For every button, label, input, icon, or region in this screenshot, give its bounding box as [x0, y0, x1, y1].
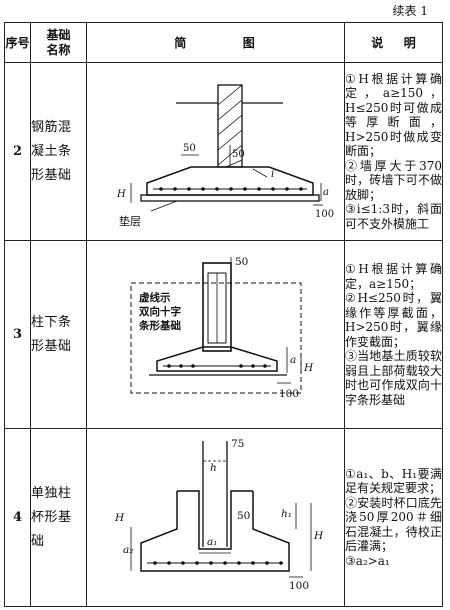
- row-base-name: 柱下条 形基础: [30, 240, 87, 429]
- sketch-strip-footing: 50 50 H i a 100 垫层: [86, 62, 345, 241]
- base-name-line: 础: [31, 533, 45, 549]
- row-notes: ①H根据计算确定，a≥150； ②H≤250时，翼缘作等厚截面，H>250时，翼…: [344, 240, 443, 429]
- dashed-note-line: 条形基础: [138, 319, 181, 332]
- table-row: 3 柱下条 形基础: [4, 240, 443, 429]
- dim-label: 50: [232, 149, 245, 160]
- table-row: 4 单独柱 杯形基 础: [4, 428, 443, 607]
- header-explain: 说 明: [344, 22, 443, 63]
- dim-label: 100: [315, 209, 334, 220]
- header-base-line1: 基础: [46, 27, 71, 42]
- row-number: 4: [4, 428, 31, 607]
- dim-label: 100: [279, 388, 299, 400]
- row-base-name: 单独柱 杯形基 础: [30, 428, 87, 607]
- note-item: ①H根据计算确定，a≥150；: [345, 262, 442, 291]
- dim-label: a₂: [123, 544, 133, 556]
- header-sketch-char-1: 简: [174, 36, 189, 50]
- sketch-cup-footing: 75 h 50 H h₁ H a₂ a₁ 100: [86, 428, 345, 607]
- base-name-line: 形基础: [31, 167, 72, 183]
- note-item: ②H≤250时，翼缘作等厚截面，H>250时，翼缘作变截面；: [345, 291, 442, 349]
- column-outline: [201, 261, 232, 352]
- note-item: ③当地基土质较软弱且上部荷载较大时也可作成双向十字条形基础: [345, 349, 442, 407]
- note-item: ③i≤1:3时，斜面可不支外模施工: [345, 202, 442, 231]
- dim-label: a: [290, 354, 296, 366]
- foundation-table: 序号 基础 名称 简 图 说 明 2 钢筋混 凝土条 形基础: [4, 22, 443, 607]
- header-explain-char-2: 明: [403, 36, 416, 50]
- rebar-dots: [166, 363, 267, 368]
- base-name-line: 钢筋混: [31, 119, 72, 135]
- cushion-label: 垫层: [119, 214, 141, 228]
- header-base-line2: 名称: [46, 42, 71, 57]
- footing-section: [145, 165, 314, 196]
- dim-label: h: [210, 462, 217, 474]
- cup-footing-drawing: 75 h 50 H h₁ H a₂ a₁ 100: [114, 438, 324, 592]
- dim-label: 50: [237, 510, 250, 522]
- note-item: ②墙厚大于370时，砖墙下可不做放脚；: [345, 158, 442, 202]
- header-sketch-char-2: 图: [242, 36, 257, 50]
- header-base-name: 基础 名称: [30, 22, 87, 63]
- header-explain-char-1: 说: [371, 36, 384, 50]
- row-base-name: 钢筋混 凝土条 形基础: [30, 62, 87, 241]
- base-name-line: 杯形基: [31, 509, 72, 525]
- dim-label: 100: [289, 580, 309, 592]
- sketch-column-strip-footing: 50 虚线示 双向十字 条形基础 H a 100: [86, 240, 345, 429]
- dashed-outline: [130, 282, 301, 393]
- wall-hatch: [217, 84, 242, 167]
- footing-section: [155, 345, 278, 372]
- base-name-line: 凝土条: [31, 143, 72, 159]
- dim-label: H: [313, 530, 324, 542]
- dashed-note-line: 双向十字: [138, 305, 181, 318]
- continued-label: 续表 1: [392, 4, 428, 18]
- dim-label: H: [303, 362, 314, 374]
- footing-section: [139, 490, 290, 572]
- row-number: 3: [4, 240, 31, 429]
- header-row: 序号 基础 名称 简 图 说 明: [4, 22, 443, 63]
- cushion-layer: [139, 193, 320, 202]
- dim-label: a: [323, 187, 329, 198]
- note-item: ①a₁、b、H₁要满足有关规定要求；: [345, 466, 442, 496]
- strip-footing-drawing: 50 50 H i a 100 垫层: [116, 83, 334, 228]
- dim-label: a₁: [207, 536, 217, 548]
- note-item: ①H根据计算确定，a≥150，H≤250时可做成等厚断面，H>250时做成变断面…: [345, 71, 442, 159]
- header-no: 序号: [4, 22, 31, 63]
- cup-outline: [176, 489, 253, 550]
- base-name-line: 柱下条: [31, 314, 72, 330]
- dim-label: H: [114, 512, 125, 524]
- dashed-note-line: 虚线示: [139, 291, 171, 304]
- dim-label: h₁: [281, 508, 292, 520]
- rebar-dots: [158, 186, 303, 191]
- dim-label: 75: [231, 438, 244, 450]
- rebar-dots: [152, 560, 283, 565]
- column-strip-drawing: 50 虚线示 双向十字 条形基础 H a 100: [130, 256, 314, 400]
- note-item: ②安装时杯口底先浇50厚200＃细石混凝土，待校正后灌满；: [345, 495, 442, 554]
- dim-label: i: [271, 169, 274, 180]
- dim-label: 50: [235, 256, 248, 268]
- base-name-line: 单独柱: [31, 485, 72, 501]
- note-item: ③a₂>a₁: [345, 553, 390, 568]
- dim-label: H: [116, 189, 126, 200]
- row-notes: ①H根据计算确定，a≥150，H≤250时可做成等厚断面，H>250时做成变断面…: [344, 62, 443, 241]
- table-row: 2 钢筋混 凝土条 形基础: [4, 62, 443, 241]
- row-number: 2: [4, 62, 31, 241]
- row-notes: ①a₁、b、H₁要满足有关规定要求； ②安装时杯口底先浇50厚200＃细石混凝土…: [344, 428, 443, 607]
- dim-label: 50: [183, 143, 196, 154]
- header-sketch: 简 图: [86, 22, 345, 63]
- base-name-line: 形基础: [31, 338, 72, 354]
